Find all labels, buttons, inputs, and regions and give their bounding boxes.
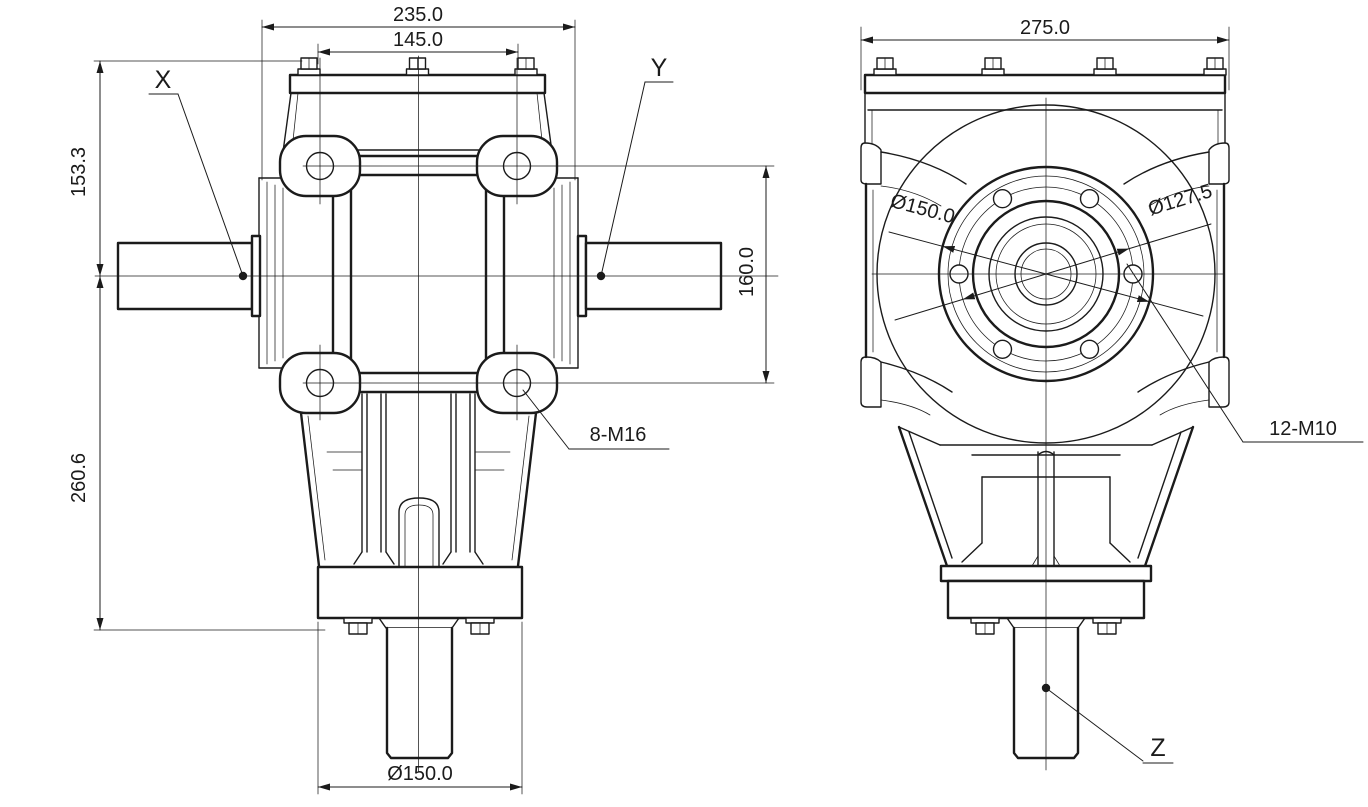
callout-12-m10: 12-M10 — [1126, 263, 1364, 443]
dim-text-275: 275.0 — [1020, 17, 1070, 39]
wing-curve — [1159, 399, 1210, 416]
dim-output-flange-diameter: Ø150.0 — [317, 621, 523, 795]
leader-dot — [596, 271, 606, 281]
side-tab — [1208, 356, 1230, 408]
cover-bolt — [1203, 57, 1227, 76]
callout-8-m16: 8-M16 — [522, 389, 670, 450]
shaft-collar — [378, 617, 460, 629]
cover-bolt — [1093, 57, 1117, 76]
output-shaft-front — [385, 626, 454, 760]
flange-bolt-hole — [992, 339, 1013, 359]
dim-bolt-spacing-145: 145.0 — [317, 29, 519, 65]
center-arch-inner — [404, 504, 434, 567]
lower-housing — [299, 393, 538, 568]
wing-curve — [1148, 185, 1210, 207]
side-tab — [1208, 142, 1230, 185]
dim-text-153: 153.3 — [68, 147, 90, 197]
axis-label-x: X — [155, 66, 172, 94]
dim-overall-width-side: 275.0 — [860, 17, 1230, 91]
dim-text-260: 260.6 — [68, 453, 90, 503]
wing-curve — [880, 151, 967, 185]
axis-label-y: Y — [651, 54, 668, 82]
housing-side-line — [543, 92, 553, 153]
side-housing-outline — [860, 92, 1230, 416]
dim-bolt-spacing-160: 160.0 — [736, 165, 770, 384]
flange-bolt — [343, 617, 373, 635]
flange-bolt — [970, 617, 1000, 635]
flange-bolt-hole — [992, 188, 1013, 209]
callout-text-8-m16: 8-M16 — [590, 424, 647, 446]
dim-text-flange-150: Ø150.0 — [387, 763, 453, 785]
cover-bolt — [873, 57, 897, 76]
wing-curve — [880, 185, 942, 207]
cover-bolt — [981, 57, 1005, 76]
dim-text-160: 160.0 — [736, 247, 758, 297]
flange-bolt — [1092, 617, 1122, 635]
axis-label-z: Z — [1150, 734, 1165, 762]
dim-text-d150: Ø150.0 — [888, 190, 957, 228]
flange-bolt — [465, 617, 495, 635]
side-tab — [860, 356, 882, 408]
flange-bolt-hole — [1079, 339, 1100, 359]
wing-curve — [1123, 151, 1210, 185]
wing-curve — [880, 399, 931, 416]
right-shaft-hub — [539, 177, 579, 369]
leader-z: Z — [1041, 683, 1174, 764]
front-view: 235.0 145.0 153.3 260.6 160.0 — [68, 4, 779, 795]
dim-overall-width-front: 235.0 — [261, 4, 576, 181]
dim-text-235: 235.0 — [393, 4, 443, 26]
dim-text-145: 145.0 — [393, 29, 443, 51]
callout-text-12-m10: 12-M10 — [1269, 418, 1337, 440]
top-cover-side — [863, 73, 1227, 95]
leader-y: Y — [596, 54, 674, 281]
wing-curve — [880, 361, 953, 393]
top-cover — [288, 73, 547, 95]
leader-dot — [238, 271, 248, 281]
flange-bolt-hole — [1079, 188, 1100, 209]
output-flange — [316, 565, 524, 620]
left-shaft-hub — [258, 177, 298, 369]
dim-height-260: 260.6 — [68, 275, 326, 631]
dim-height-153: 153.3 — [68, 60, 303, 277]
cover-bolt — [297, 57, 321, 76]
housing-side-line — [282, 92, 292, 153]
side-tab — [860, 142, 882, 185]
cover-bolt — [405, 57, 430, 76]
leader-x: X — [148, 66, 248, 281]
center-arch — [398, 497, 440, 567]
side-view: 275.0 Ø150.0 Ø127.5 12-M10 — [860, 17, 1364, 771]
wing-curve — [1137, 361, 1210, 393]
